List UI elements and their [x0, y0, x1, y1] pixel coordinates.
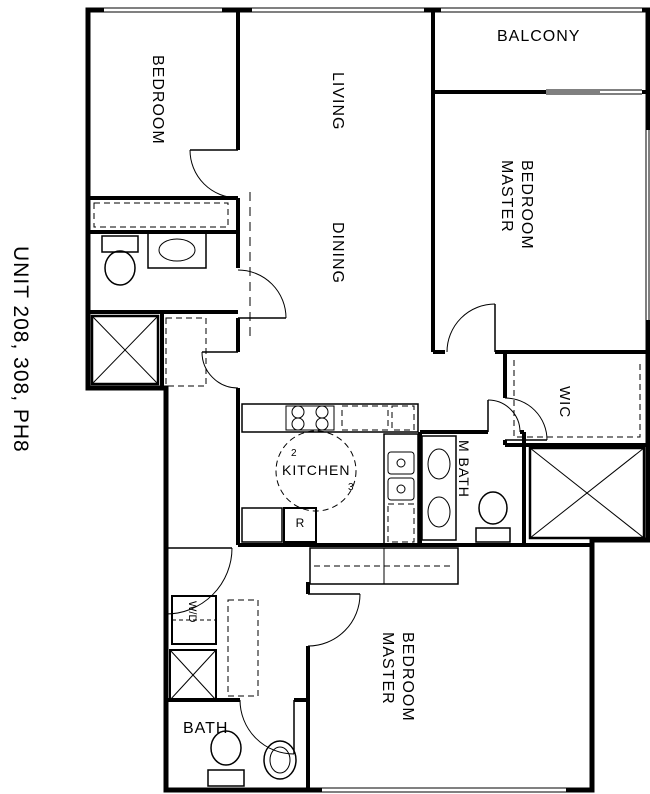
x-closet-upper-left [90, 314, 160, 386]
room-label-master-bedroom-top: MASTER BEDROOM [498, 160, 535, 250]
lower-bath-sink [263, 740, 297, 780]
room-label-master-bath: M BATH [456, 440, 472, 498]
kitchen-sink-fixture [387, 451, 415, 501]
windows [104, 6, 650, 794]
room-label-wic: WIC [556, 386, 573, 419]
x-closet-right [528, 446, 646, 540]
room-label-laundry: W/D [186, 601, 198, 623]
keynote-2: 2 [291, 448, 297, 459]
room-label-bath: BATH [183, 720, 229, 737]
room-label-living: LIVING [329, 72, 346, 131]
upper-bath-vanity [147, 231, 207, 269]
x-closet-lower-left [169, 649, 217, 701]
master-bath-toilet [475, 491, 511, 543]
upper-bath-toilet [101, 235, 139, 286]
master-bath-vanity [421, 435, 457, 541]
keynote-3: 3 [348, 482, 354, 493]
room-label-balcony: BALCONY [497, 28, 581, 45]
refrigerator-box [283, 507, 317, 543]
cooktop-fixture [285, 405, 335, 431]
kitchen-counters [241, 403, 419, 545]
unit-title: UNIT 208, 308, PH8 [9, 246, 32, 453]
lower-bath-toilet [207, 730, 245, 787]
balcony-railing [441, 6, 642, 14]
room-label-bedroom: BEDROOM [149, 55, 166, 145]
kitchen-turning-circle [275, 430, 357, 512]
washer-dryer-box [171, 595, 217, 645]
master-bottom-closet [309, 547, 459, 585]
door-swings [165, 149, 548, 755]
room-label-kitchen: KITCHEN [282, 462, 351, 478]
refrigerator-label: R [295, 516, 305, 530]
wic-shelves [513, 360, 641, 438]
room-label-master-bedroom-bottom: MASTER BEDROOM [379, 632, 416, 722]
door-leaves [166, 149, 547, 754]
room-label-dining: DINING [329, 222, 346, 284]
